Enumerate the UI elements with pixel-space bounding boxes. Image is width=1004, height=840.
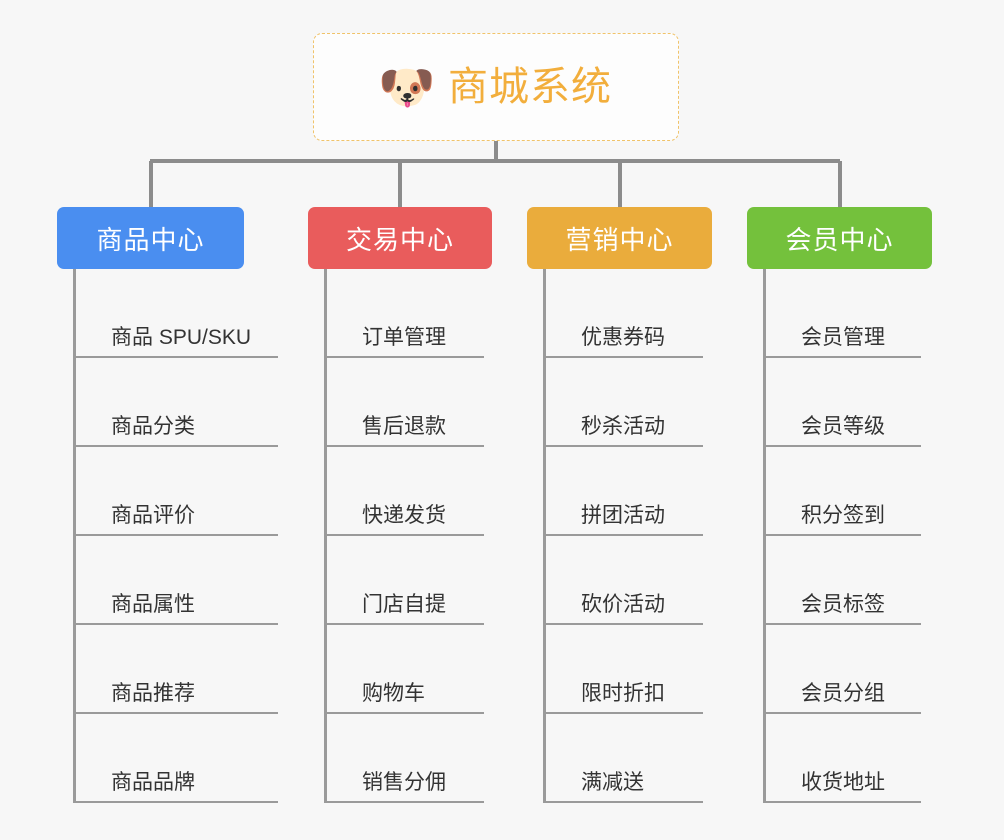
leaf-column-member-center: 会员管理会员等级积分签到会员标签会员分组收货地址: [763, 269, 925, 803]
leaf-item-label: 限时折扣: [581, 681, 665, 705]
leaf-item[interactable]: 售后退款: [324, 358, 484, 447]
leaf-item[interactable]: 商品推荐: [73, 625, 278, 714]
leaf-item-label: 积分签到: [801, 503, 885, 527]
leaf-item[interactable]: 商品属性: [73, 536, 278, 625]
leaf-item-label: 售后退款: [362, 414, 446, 438]
leaf-item-label: 商品推荐: [111, 681, 195, 705]
leaf-item[interactable]: 商品品牌: [73, 714, 278, 803]
leaf-column-product-center: 商品 SPU/SKU 商品分类商品评价商品属性商品推荐商品品牌: [73, 269, 282, 803]
leaf-item[interactable]: 优惠券码: [543, 269, 703, 358]
category-box-member-center[interactable]: 会员中心: [747, 207, 932, 269]
leaf-item[interactable]: 拼团活动: [543, 447, 703, 536]
leaf-item[interactable]: 会员管理: [763, 269, 921, 358]
leaf-item-label: 收货地址: [801, 770, 885, 794]
leaf-item[interactable]: 会员分组: [763, 625, 921, 714]
category-label: 交易中心: [345, 224, 454, 255]
root-node-content: 🐶 商城系统: [378, 60, 612, 114]
branch-connector-bar: [150, 159, 840, 163]
branch-drop-member-center: [837, 161, 842, 207]
category-box-trade-center[interactable]: 交易中心: [308, 207, 492, 269]
leaf-column-marketing-center: 优惠券码秒杀活动拼团活动砍价活动限时折扣满减送: [543, 269, 707, 803]
leaf-item[interactable]: 订单管理: [324, 269, 484, 358]
leaf-item-label: 销售分佣: [362, 770, 446, 794]
leaf-item-label: 订单管理: [362, 325, 446, 349]
leaf-item[interactable]: 销售分佣: [324, 714, 484, 803]
leaf-item-label: 商品 SPU/SKU: [111, 325, 252, 349]
leaf-item-label: 商品品牌: [111, 770, 195, 794]
leaf-item-label: 商品属性: [111, 592, 195, 616]
leaf-item-label: 快递发货: [362, 503, 446, 527]
leaf-item-label: 商品评价: [111, 503, 195, 527]
leaf-item-label: 秒杀活动: [581, 414, 665, 438]
leaf-item[interactable]: 商品评价: [73, 447, 278, 536]
root-node[interactable]: 🐶 商城系统: [313, 33, 679, 141]
shiba-dog-icon: 🐶: [378, 60, 436, 114]
leaf-item-label: 商品分类: [111, 414, 195, 438]
branch-drop-marketing-center: [617, 161, 622, 207]
leaf-column-trade-center: 订单管理售后退款快递发货门店自提购物车销售分佣: [324, 269, 488, 803]
leaf-trunk-line: [763, 269, 766, 803]
branch-drop-product-center: [148, 161, 153, 207]
leaf-item[interactable]: 门店自提: [324, 536, 484, 625]
root-node-title: 商城系统: [448, 65, 612, 109]
category-label: 会员中心: [785, 224, 894, 255]
leaf-item[interactable]: 积分签到: [763, 447, 921, 536]
leaf-item[interactable]: 会员标签: [763, 536, 921, 625]
leaf-item[interactable]: 砍价活动: [543, 536, 703, 625]
category-label: 营销中心: [565, 224, 674, 255]
leaf-trunk-line: [73, 269, 76, 803]
leaf-item[interactable]: 收货地址: [763, 714, 921, 803]
category-box-product-center[interactable]: 商品中心: [57, 207, 244, 269]
leaf-item[interactable]: 秒杀活动: [543, 358, 703, 447]
leaf-item-label: 会员分组: [801, 681, 885, 705]
leaf-item[interactable]: 满减送: [543, 714, 703, 803]
leaf-item-label: 优惠券码: [581, 325, 665, 349]
leaf-item-label: 会员等级: [801, 414, 885, 438]
category-box-marketing-center[interactable]: 营销中心: [527, 207, 712, 269]
leaf-item-label: 购物车: [362, 681, 425, 705]
category-label: 商品中心: [96, 224, 205, 255]
leaf-item[interactable]: 商品分类: [73, 358, 278, 447]
leaf-item[interactable]: 商品 SPU/SKU: [73, 269, 278, 358]
leaf-item-label: 会员管理: [801, 325, 885, 349]
branch-drop-trade-center: [398, 161, 402, 207]
leaf-item-label: 拼团活动: [581, 503, 665, 527]
leaf-item[interactable]: 会员等级: [763, 358, 921, 447]
leaf-item-label: 砍价活动: [581, 592, 665, 616]
leaf-item-label: 满减送: [581, 770, 644, 794]
root-connector-stem: [494, 141, 498, 161]
leaf-item[interactable]: 购物车: [324, 625, 484, 714]
leaf-item-label: 会员标签: [801, 592, 885, 616]
leaf-item-label: 门店自提: [362, 592, 446, 616]
leaf-item[interactable]: 快递发货: [324, 447, 484, 536]
leaf-trunk-line: [324, 269, 327, 803]
leaf-trunk-line: [543, 269, 546, 803]
leaf-item[interactable]: 限时折扣: [543, 625, 703, 714]
